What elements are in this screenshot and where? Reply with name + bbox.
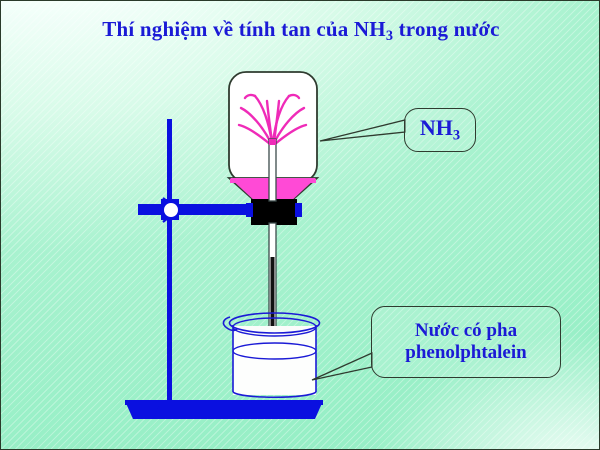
callout-solution-line1: Nước có pha [414,320,518,342]
clamp-arm-extension [195,206,253,212]
beaker-outer-rim [228,312,321,334]
beaker-liquid [233,351,316,394]
clamp-horizontal-arm [138,204,250,215]
nh3-leader-line [319,119,406,142]
callout-solution-line2: phenolphtalein [405,342,527,363]
beaker-liquid-surface [232,342,317,360]
callout-ammonia-prefix: NH [419,115,453,141]
fountain-stream-8 [272,99,281,144]
callout-ammonia-gas[interactable]: NH3 [404,108,476,152]
stand-base-left-foot [125,401,161,419]
tube-nozzle-tip [269,139,276,145]
page-title-prefix: Thí nghiệm về tính tan của NH [102,17,386,41]
stopper-block [251,199,297,225]
fountain-stream-5 [237,123,272,146]
fountain-tail-left [243,93,257,100]
rubber-stopper [246,199,302,225]
retort-stand [125,119,323,419]
fountain-tail-right [287,93,301,100]
round-bottom-flask [226,71,320,204]
beaker-spout [222,316,238,332]
callout-solution-text: Nước có pha phenolphtalein [405,320,526,364]
stand-base-right-foot [289,401,323,419]
callout-ammonia-subscript: 3 [452,127,461,144]
tube-upper-segment [268,138,277,202]
tube-liquid-column [270,257,275,355]
stopper-clip-right [295,203,302,217]
stand-clamp [138,197,253,223]
page-title: Thí nghiệm về tính tan của NH3 trong nướ… [1,17,599,45]
page-title-subscript: 3 [385,27,394,44]
beaker-bottom [232,391,317,399]
solution-leader-line [311,351,373,381]
fountain-stream-7 [265,99,274,144]
stand-vertical-rod [167,119,172,403]
callout-leader-lines [311,119,406,381]
stand-base-plate [131,401,322,419]
glass-beaker [222,312,321,399]
page-title-suffix: trong nước [393,17,500,41]
callout-ammonia-text: NH3 [420,115,460,144]
clamp-screw-knob [163,202,179,218]
callout-solution-description[interactable]: Nước có pha phenolphtalein [371,306,561,378]
stopper-clip-left [246,203,253,217]
stand-base-bar [125,400,323,405]
fountain-stream-6 [273,123,308,146]
